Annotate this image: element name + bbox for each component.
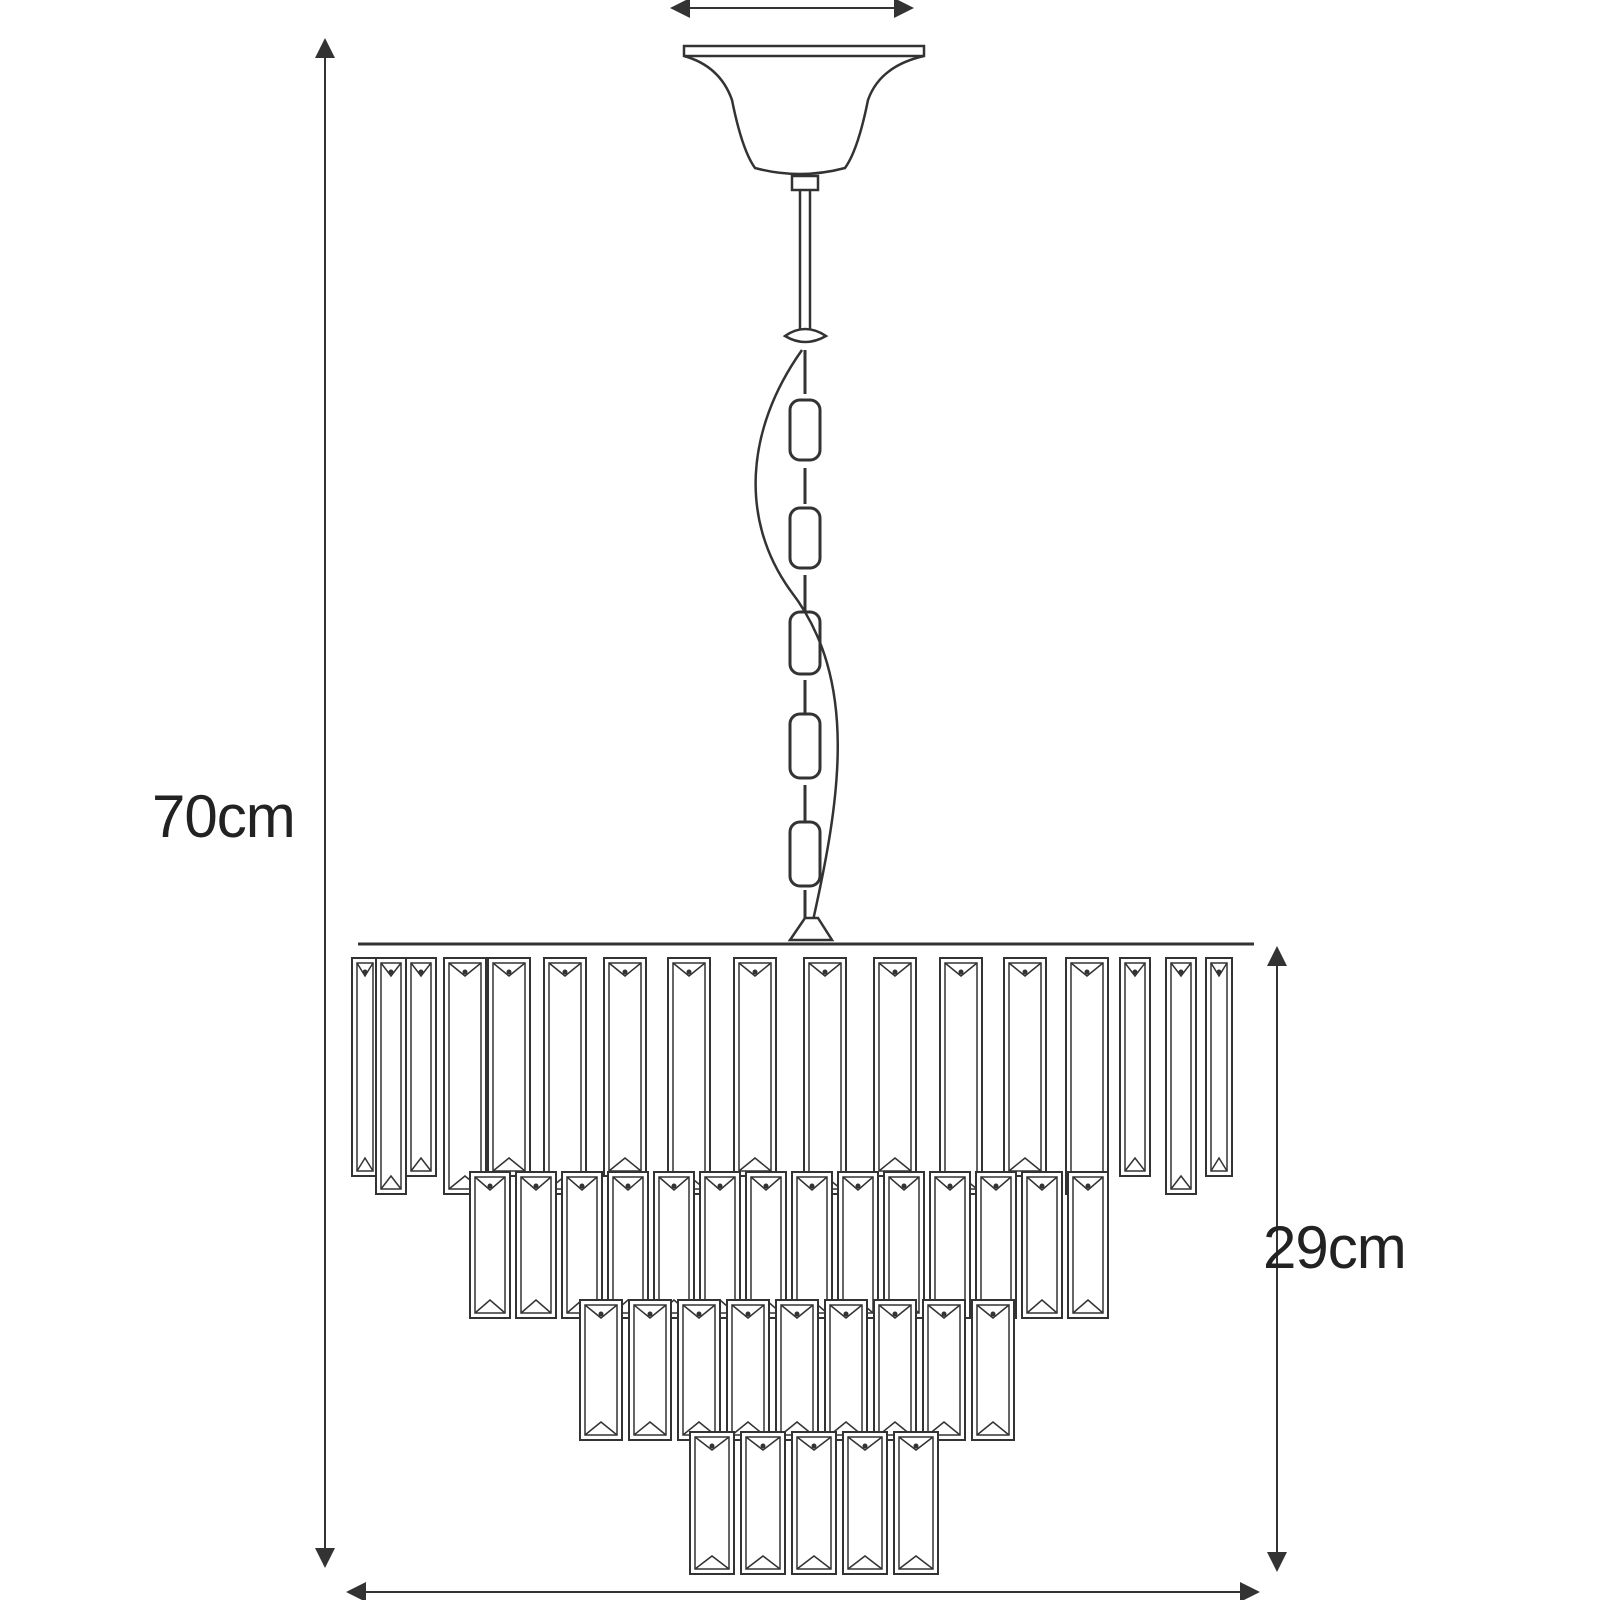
crystal-prism: [726, 1299, 770, 1441]
crystal-tier-1: [351, 957, 1233, 1195]
crystal-prism: [487, 957, 531, 1177]
crystal-prism: [561, 1171, 603, 1319]
crystal-prism: [893, 1431, 939, 1575]
crystal-prism: [1119, 957, 1151, 1177]
chain-link: [788, 820, 822, 888]
crystal-prism: [883, 1171, 925, 1319]
crystal-prism: [1065, 957, 1109, 1195]
crystal-prism: [939, 957, 983, 1195]
crystal-tier-4: [689, 1431, 939, 1575]
crystal-prism: [775, 1299, 819, 1441]
crystal-prism: [667, 957, 711, 1195]
crystal-prism: [971, 1299, 1015, 1441]
crystal-prism: [628, 1299, 672, 1441]
crystal-prism: [873, 957, 917, 1177]
chain-link: [788, 506, 822, 570]
crystal-prism: [1003, 957, 1047, 1177]
crystal-prism: [824, 1299, 868, 1441]
chain-link: [788, 610, 822, 676]
crystal-prism: [543, 957, 587, 1195]
chandelier-body: [351, 916, 1254, 1575]
chain-link: [788, 712, 822, 780]
crystal-prism: [677, 1299, 721, 1441]
crystal-prism: [837, 1171, 879, 1319]
crystal-prism: [1021, 1171, 1063, 1319]
crystal-prism: [791, 1171, 833, 1319]
suspension-chain: [788, 350, 822, 922]
crystal-prism: [873, 1299, 917, 1441]
crystal-prism: [469, 1171, 511, 1319]
crystal-prism: [405, 957, 437, 1177]
crystal-prism: [791, 1431, 837, 1575]
crystal-prism: [1165, 957, 1197, 1195]
crystal-prism: [803, 957, 847, 1195]
crystal-prism: [653, 1171, 695, 1319]
crystal-prism: [842, 1431, 888, 1575]
crystal-prism: [351, 957, 379, 1177]
crystal-prism: [443, 957, 487, 1195]
crystal-prism: [975, 1171, 1017, 1319]
ceiling-canopy: [682, 44, 926, 192]
power-cable: [754, 349, 839, 926]
crystal-prism: [922, 1299, 966, 1441]
chain-link: [788, 398, 822, 462]
crystal-prism: [1067, 1171, 1109, 1319]
crystal-prism: [689, 1431, 735, 1575]
total-height-label: 70cm: [152, 783, 296, 850]
body-height-label: 29cm: [1263, 1214, 1407, 1281]
crystal-prism: [699, 1171, 741, 1319]
suspension-rod: [782, 190, 829, 344]
crystal-prism: [375, 957, 407, 1195]
crystal-prism: [1205, 957, 1233, 1177]
crystal-tier-3: [579, 1299, 1015, 1441]
crystal-tier-2: [469, 1171, 1109, 1319]
crystal-prism: [603, 957, 647, 1177]
crystal-prism: [733, 957, 777, 1177]
crystal-prism: [745, 1171, 787, 1319]
crystal-prism: [929, 1171, 971, 1319]
crystal-prism: [740, 1431, 786, 1575]
crystal-prism: [515, 1171, 557, 1319]
crystal-prism: [579, 1299, 623, 1441]
crystal-prism: [607, 1171, 649, 1319]
